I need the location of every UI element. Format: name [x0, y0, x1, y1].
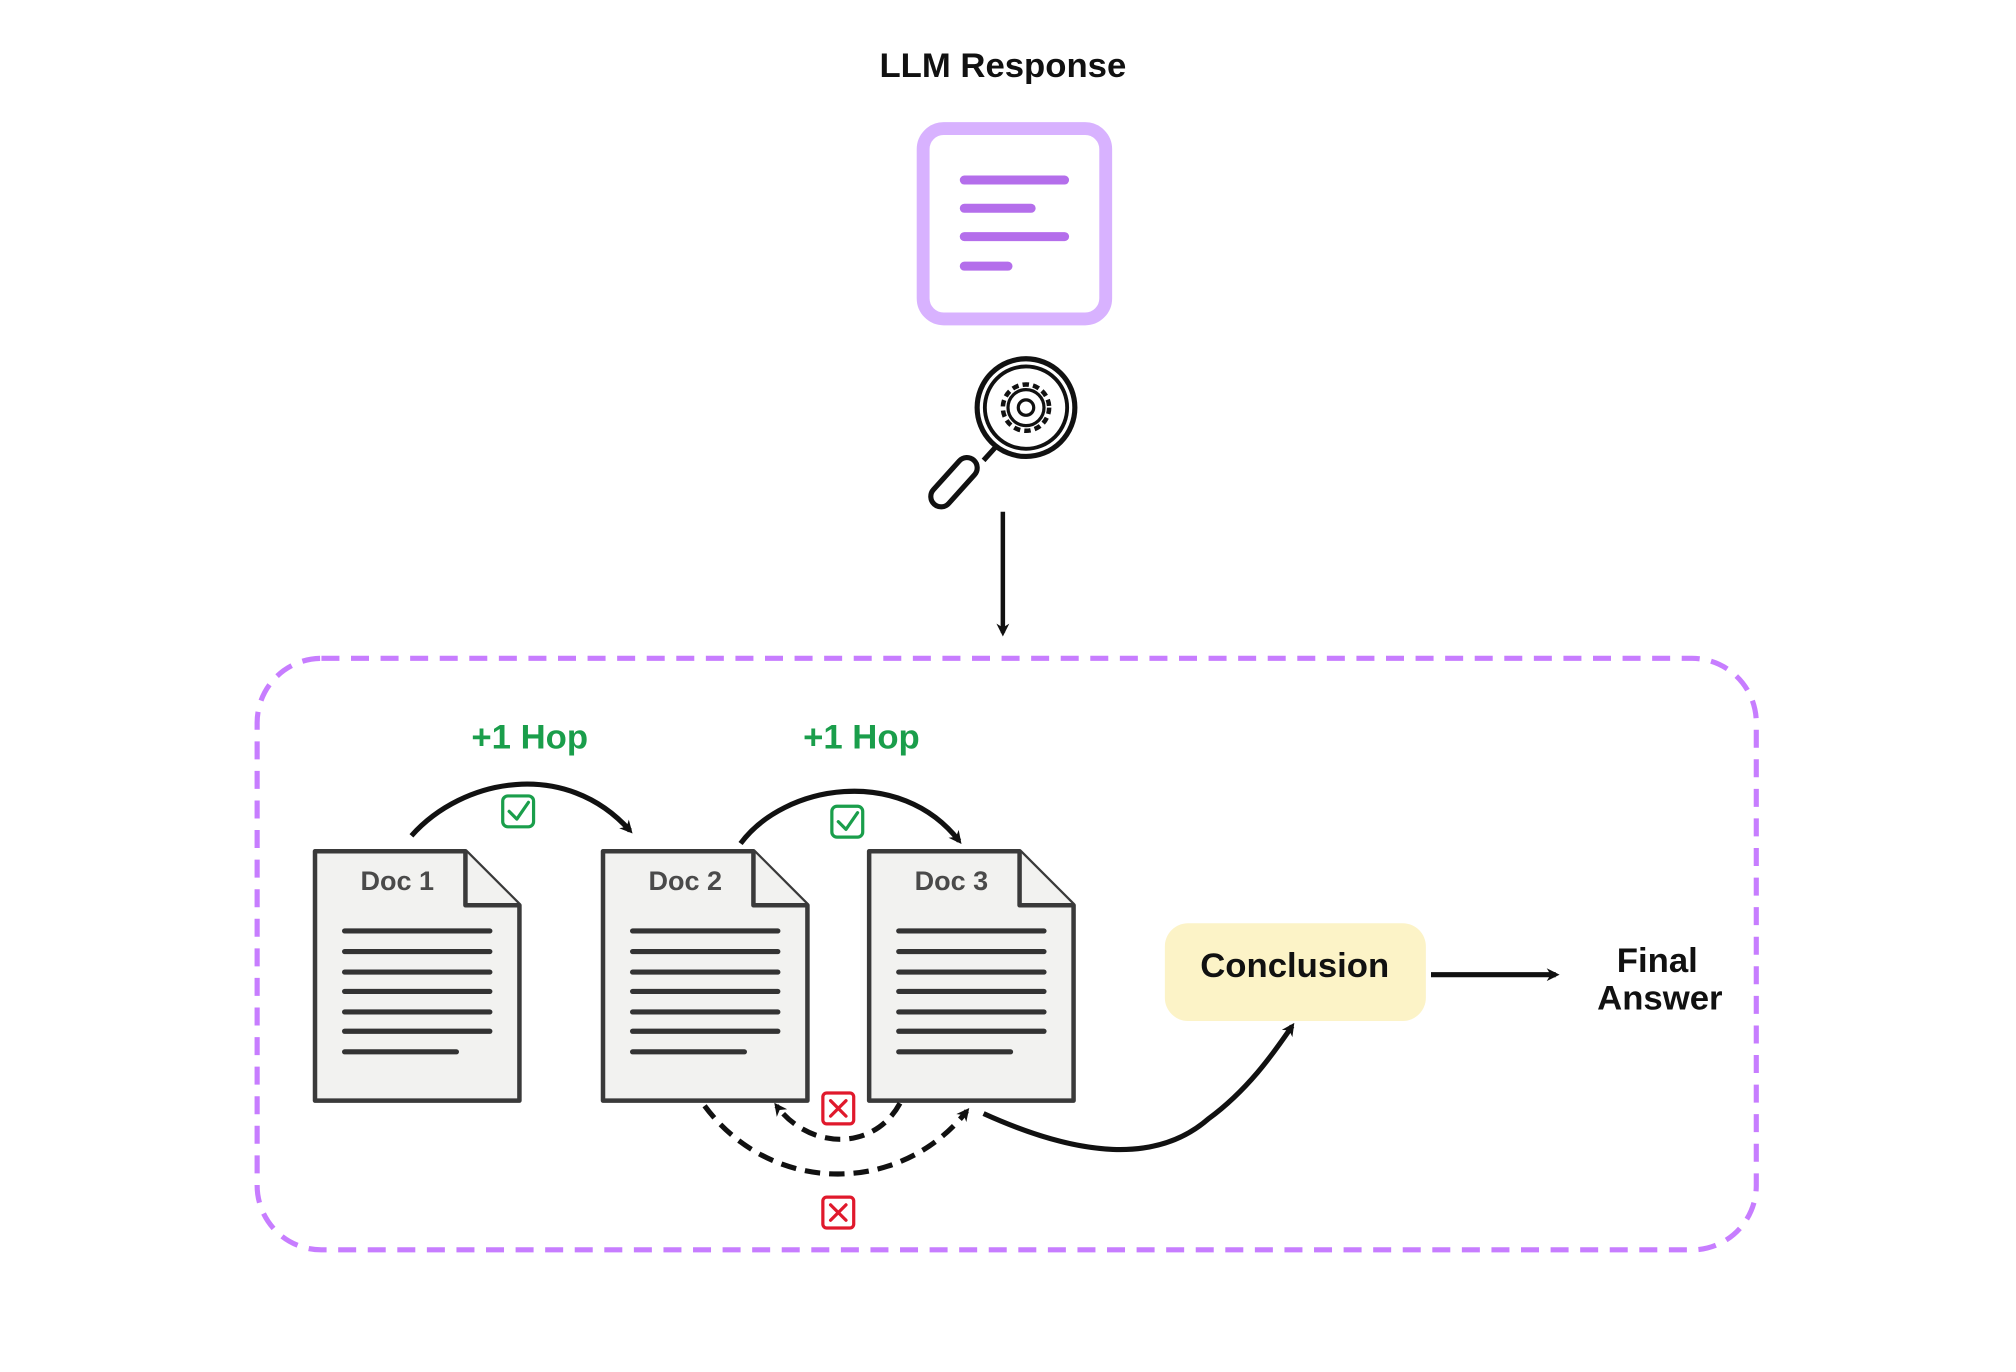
conclusion-label: Conclusion [1200, 947, 1389, 985]
reasoning-container [254, 655, 1759, 1253]
cross-box-icon [821, 1091, 856, 1126]
hop-label-1: +1 Hop [471, 718, 588, 756]
conclusion-box [1164, 923, 1426, 1021]
hop-label-2: +1 Hop [803, 718, 920, 756]
document-doc-2 [600, 848, 810, 1103]
title: LLM Response [879, 47, 1126, 85]
invalid-arrow-doc3-to-doc2 [774, 1102, 903, 1142]
magnifier-gear-icon [928, 356, 1078, 510]
arrow-to-conclusion [982, 1022, 1295, 1152]
invalid-arrow-doc2-to-doc3 [702, 1104, 970, 1177]
doc-label-1: Doc 1 [361, 866, 435, 896]
final-answer-line-1: Final [1617, 942, 1698, 980]
hop-arrow-1 [409, 781, 633, 838]
document-doc-1 [312, 848, 522, 1103]
final-answer-line-2: Answer [1597, 979, 1722, 1017]
doc-label-2: Doc 2 [649, 866, 723, 896]
hop-arrow-2 [738, 788, 962, 846]
doc-label-3: Doc 3 [915, 866, 989, 896]
check-box-icon [501, 794, 536, 829]
check-box-icon [830, 804, 865, 839]
response-document-icon [916, 122, 1113, 326]
cross-box-icon [821, 1195, 856, 1230]
document-doc-3 [866, 848, 1076, 1103]
